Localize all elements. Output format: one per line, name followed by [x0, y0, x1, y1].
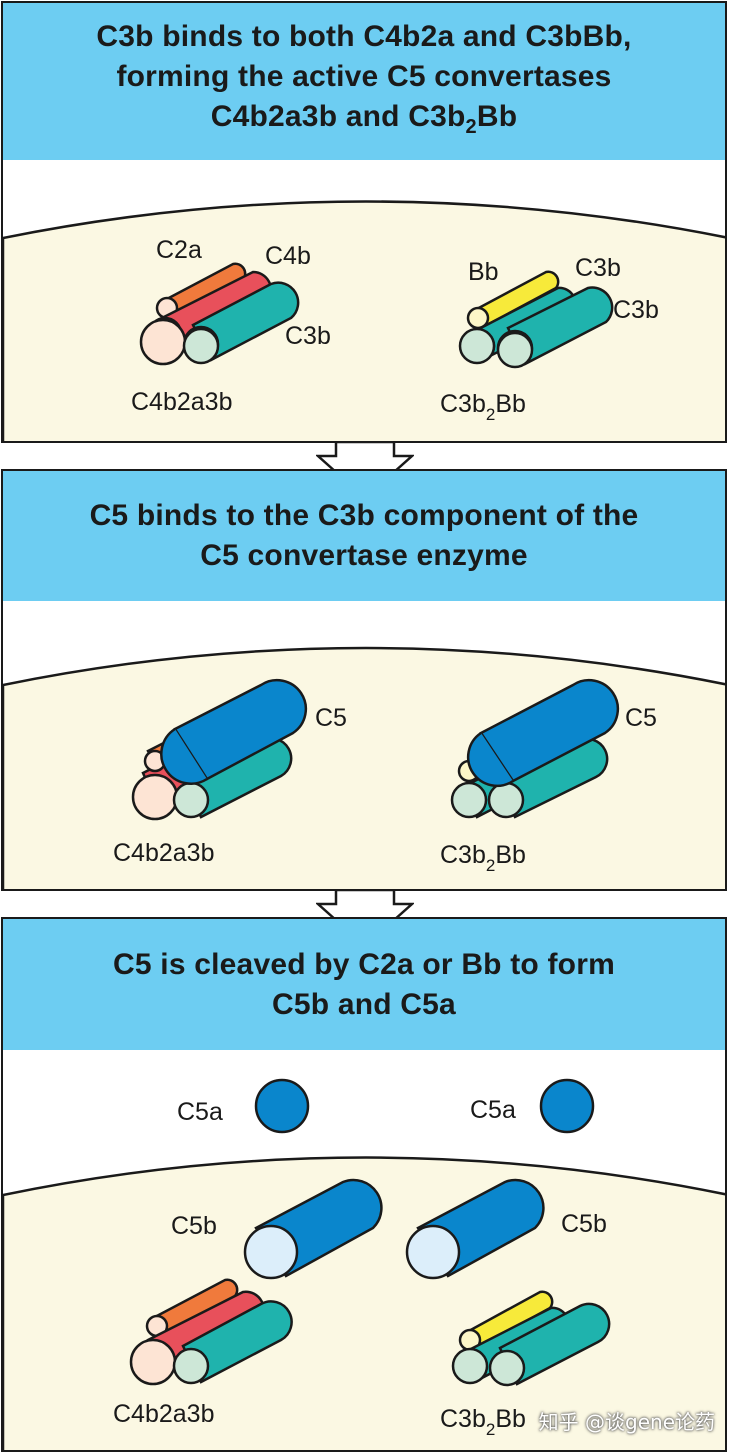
label-complex-left: C4b2a3b [113, 839, 214, 867]
label-c5a-left: C5a [177, 1098, 223, 1126]
label-c5-left: C5 [315, 704, 347, 732]
c3b-end-cap-left [458, 327, 496, 365]
c4b2a3b-complex [129, 1278, 293, 1386]
bb-cylinder [466, 270, 560, 330]
c4b2a3b-with-c5 [131, 678, 308, 821]
label-c3b-left: C3b [285, 322, 331, 350]
label-complex-left: C4b2a3b [131, 388, 232, 416]
label-c5b-right: C5b [561, 1210, 607, 1238]
c4b2a3b-complex [139, 262, 300, 366]
membrane-surface [3, 200, 725, 441]
label-c5b-left: C5b [171, 1212, 217, 1240]
step2-diagram: C5 C4b2a3b C5 C3b2Bb [3, 646, 725, 889]
step3-diagram: C5a C5a C5b C5b C4b2a3b [3, 1078, 725, 1450]
c5a-right-sphere [539, 1078, 595, 1134]
label-c3b-right-bottom: C3b [613, 296, 659, 324]
membrane-surface [3, 646, 725, 889]
c3b-end-cap-right [487, 781, 525, 819]
label-complex-left: C4b2a3b [113, 1400, 214, 1428]
step2-header: C5 binds to the C3b component of the C5 … [1, 469, 727, 603]
c3b2bb-complex [458, 270, 614, 369]
step3-title-line1: C5 is cleaved by C2a or Bb to form [113, 947, 615, 981]
c3b-end-cap-right [488, 1349, 526, 1387]
c3b-end-cap [172, 781, 210, 819]
c5b-left-cylinder [243, 1178, 383, 1280]
label-complex-right: C3b2Bb [440, 841, 526, 875]
label-c5a-right: C5a [470, 1096, 516, 1124]
label-c3b-right-top: C3b [575, 254, 621, 282]
c5-cylinder [466, 678, 620, 788]
label-complex-right: C3b2Bb [440, 390, 526, 424]
step2-title-line2: C5 convertase enzyme [200, 539, 528, 572]
c4b-end-cap [131, 773, 179, 821]
c3b-end-cap-left [450, 781, 488, 819]
c3b-end-cap [172, 1347, 210, 1385]
c5a-left-sphere [254, 1078, 310, 1134]
label-c5-right: C5 [625, 704, 657, 732]
c4b-end-cap [139, 318, 187, 366]
step1-diagram: C2a C4b C3b C4b2a3b Bb C3b C3b C3b2Bb [3, 200, 725, 441]
label-c4b: C4b [265, 242, 311, 270]
label-c2a: C2a [156, 236, 202, 264]
c5-cylinder [160, 678, 308, 785]
c3b2bb-complex [451, 1290, 611, 1387]
step3-scene: C5a C5a C5b C5b C4b2a3b [1, 1050, 727, 1452]
c3b2bb-with-c5 [450, 678, 620, 819]
step1-title-line3: C4b2a3b and C3b2Bb [210, 99, 518, 138]
c3b-bottom-cylinder [498, 1302, 611, 1386]
step2-title-line1: C5 binds to the C3b component of the [89, 499, 639, 532]
step1-header: C3b binds to both C4b2a and C3bBb, formi… [1, 1, 727, 162]
watermark: 知乎 @谈gene论药 [538, 1410, 715, 1434]
step1-title-line1: C3b binds to both C4b2a and C3bBb, [96, 19, 632, 53]
step3-title-line2: C5b and C5a [272, 987, 456, 1021]
step2-scene: C5 C4b2a3b C5 C3b2Bb [1, 601, 727, 891]
label-complex-right: C3b2Bb [440, 1405, 526, 1439]
c3b-cylinder [181, 1300, 293, 1384]
step1-title-line2: forming the active C5 convertases [116, 59, 612, 93]
c3b-end-cap-right [496, 331, 534, 369]
step3-header: C5 is cleaved by C2a or Bb to form C5b a… [1, 917, 727, 1052]
c3b-end-cap-left [451, 1347, 489, 1385]
c4b-end-cap [129, 1338, 177, 1386]
label-bb: Bb [468, 258, 499, 286]
c5b-right-cylinder [405, 1178, 545, 1280]
step1-scene: C2a C4b C3b C4b2a3b Bb C3b C3b C3b2Bb [1, 160, 727, 443]
c3b-end-cap [182, 327, 220, 365]
